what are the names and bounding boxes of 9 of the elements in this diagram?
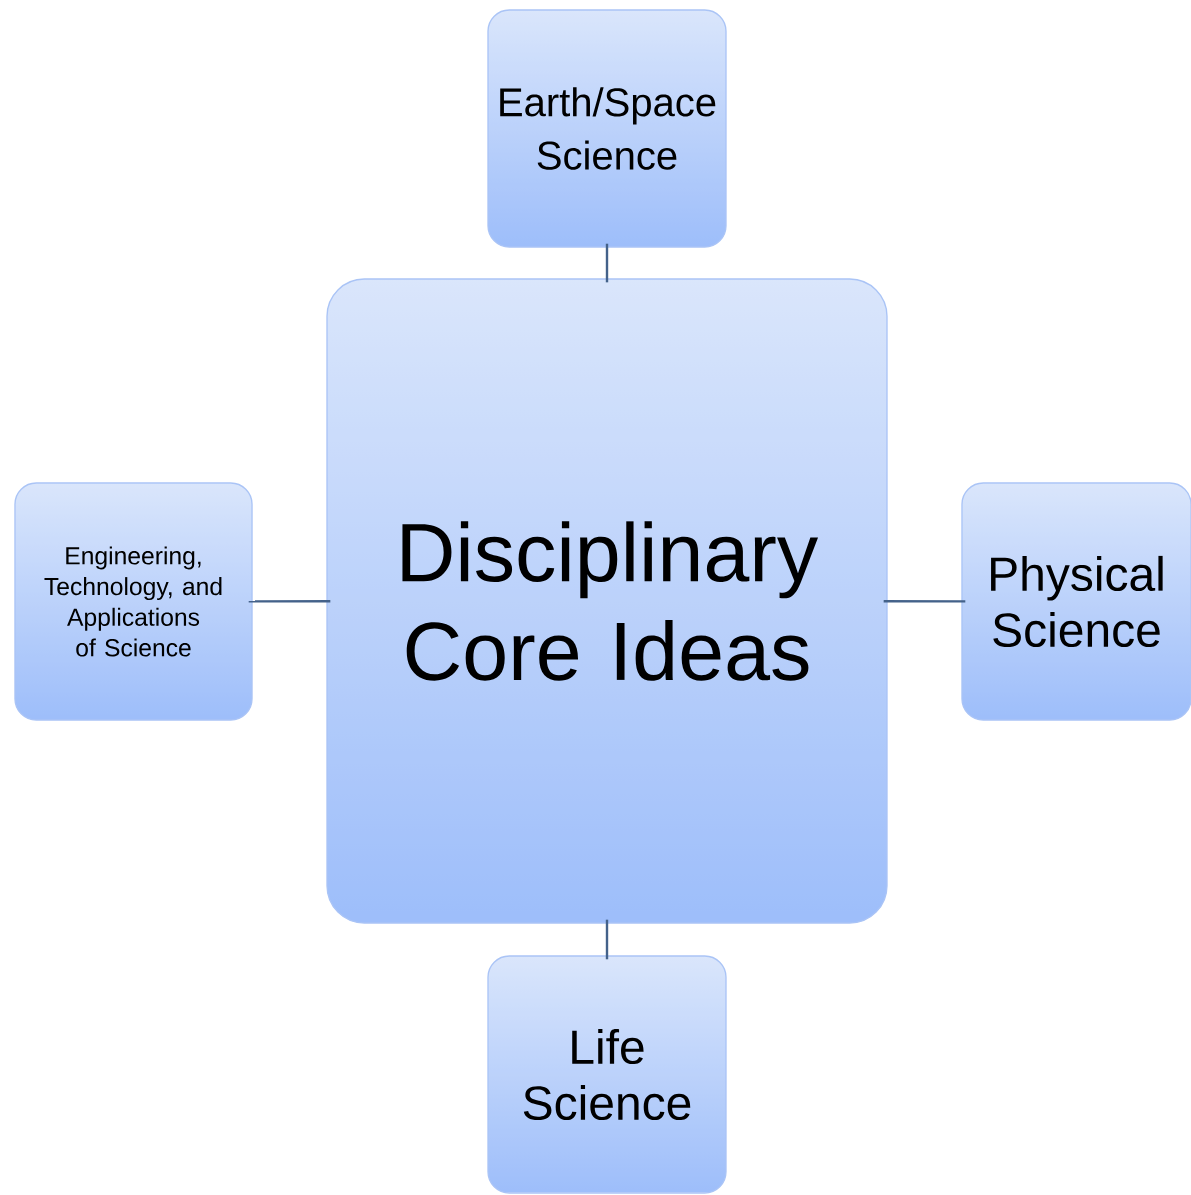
topic-box: Engineering, Technology, and Applications of Science — [14, 482, 253, 721]
connector-line — [605, 919, 609, 960]
connector-line — [883, 600, 966, 603]
core-box: Disciplinary Core Ideas — [326, 278, 888, 924]
topic-box: Life Science — [487, 955, 727, 1194]
topic-box: Physical Science — [961, 482, 1191, 721]
topic-box: Earth/Space Science — [487, 9, 727, 248]
connector-line — [248, 600, 331, 603]
connector-line — [605, 243, 609, 283]
